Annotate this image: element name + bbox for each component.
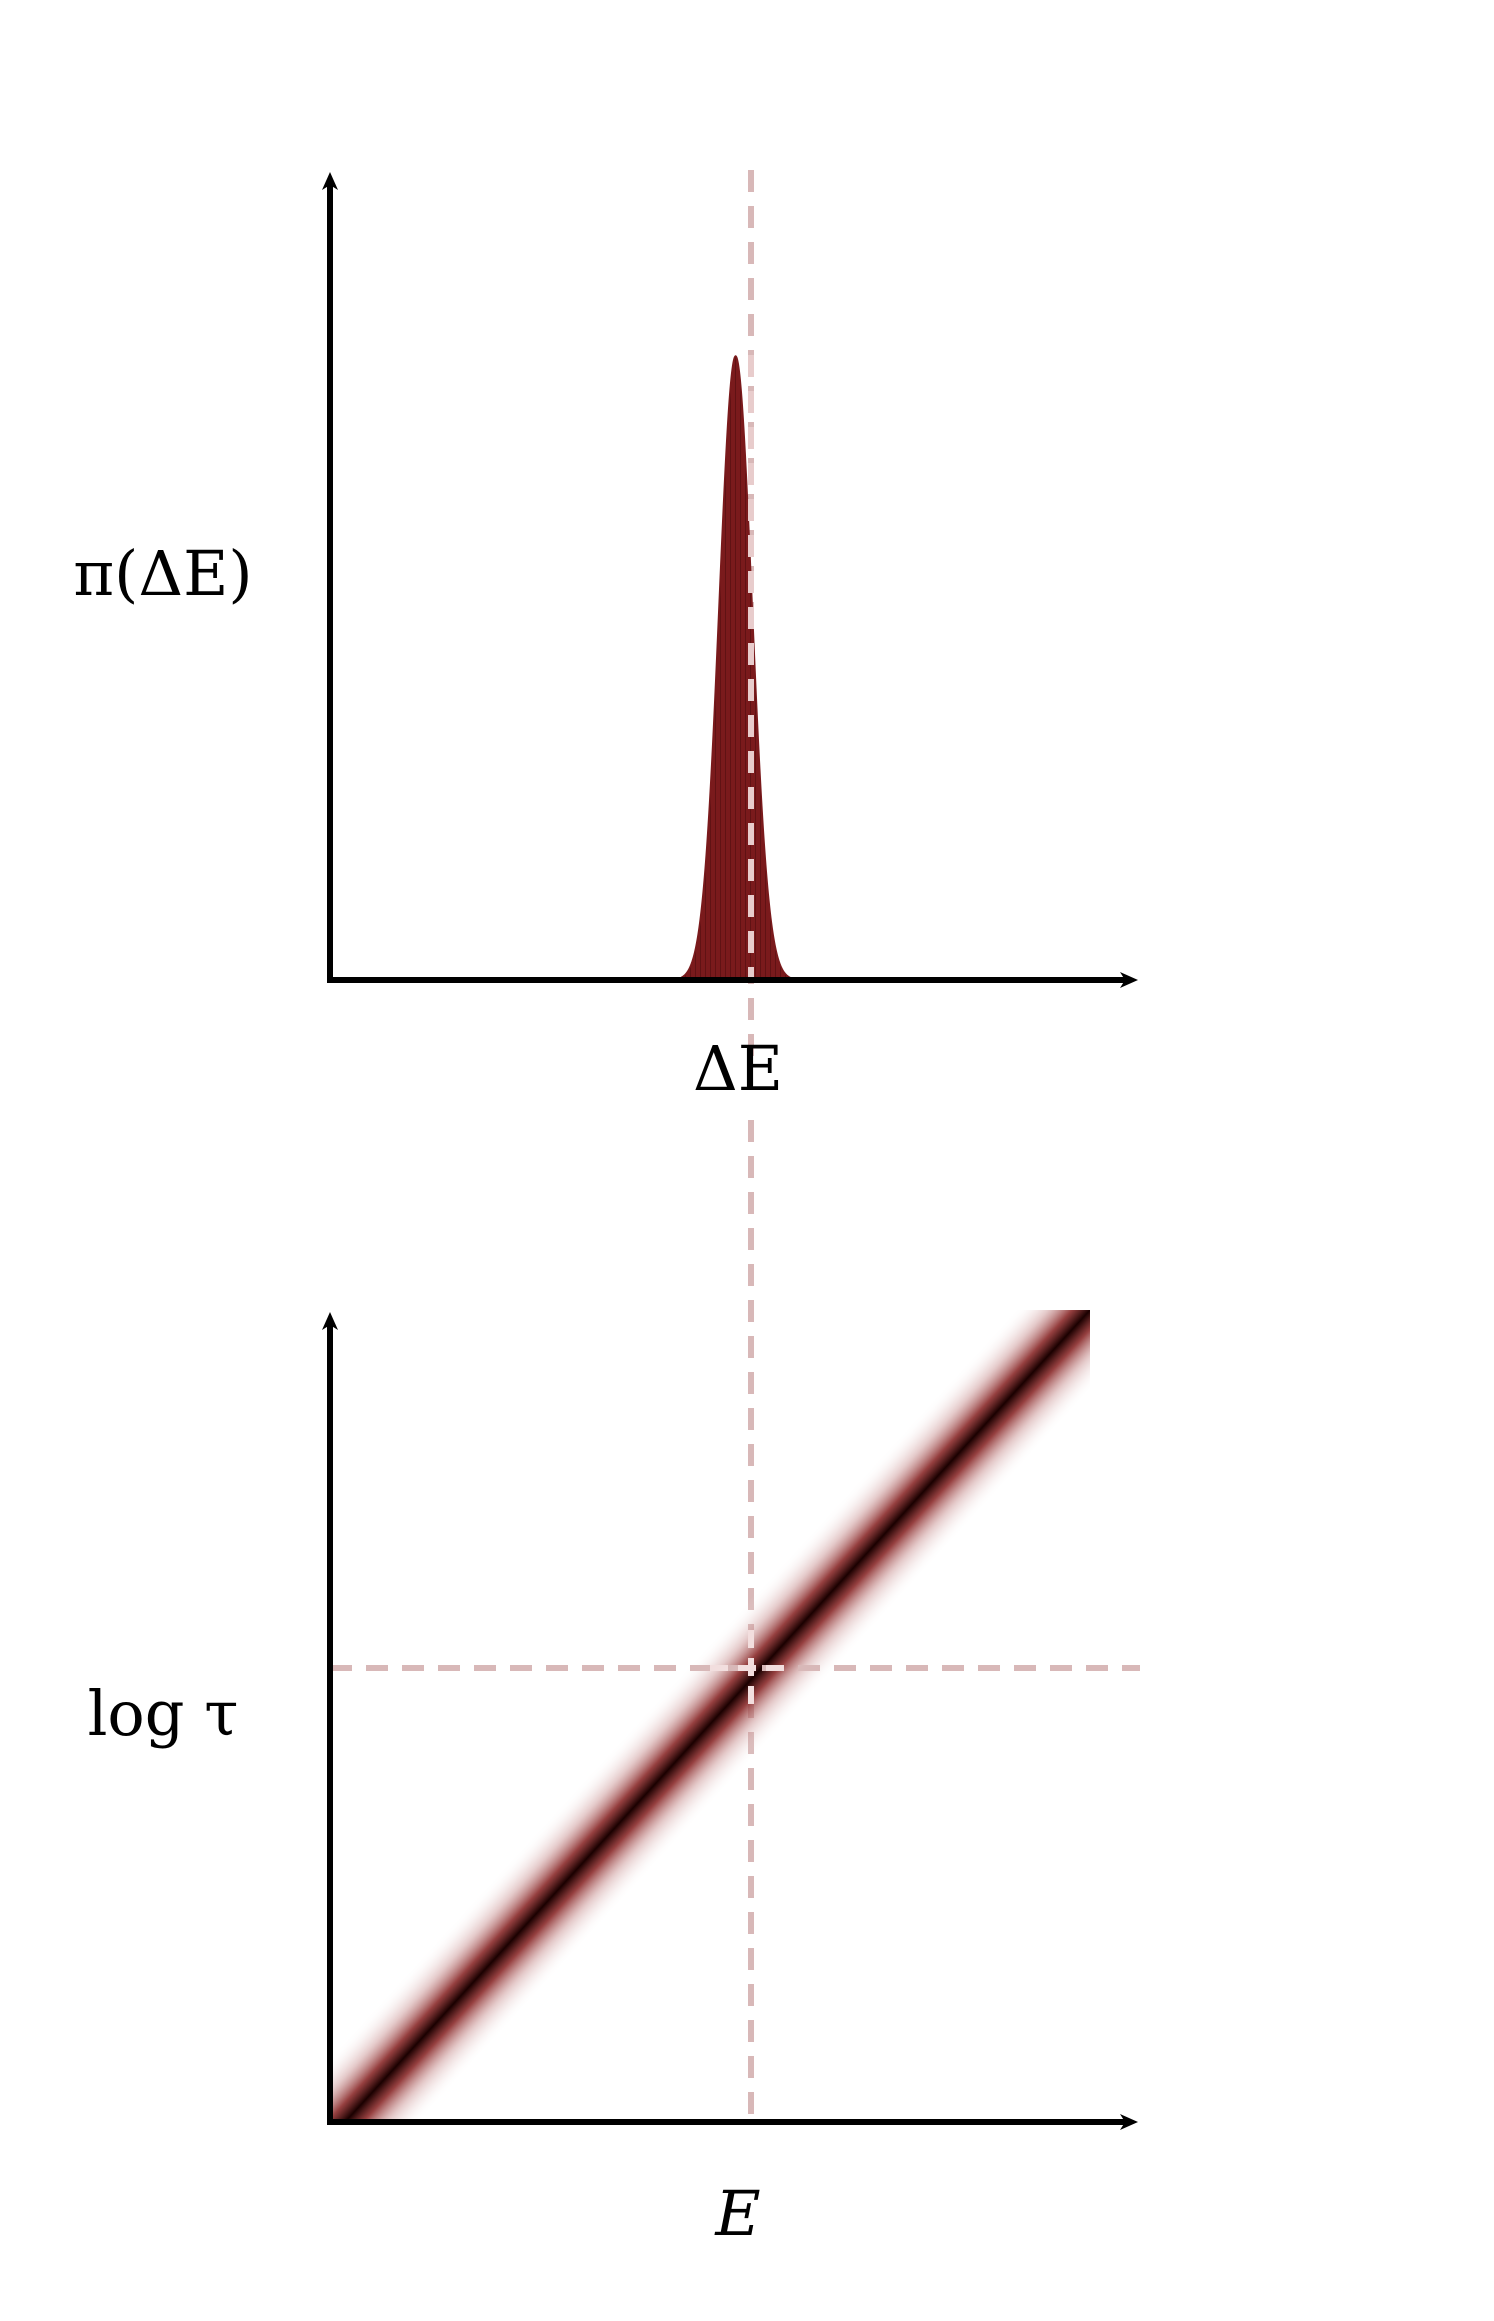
bottom-panel: log τ E [88,1120,1140,2250]
bottom-y-axis-label: log τ [88,1677,239,1750]
log-tau-vs-e-band [330,1310,1090,2121]
top-y-axis-label: π(ΔE) [73,537,252,610]
bottom-x-axis-label: E [714,2177,760,2250]
band-clip-group [330,1310,1090,2121]
top-panel: π(ΔE) ΔE [73,170,1138,1105]
peak-distribution [653,355,818,981]
top-x-axis-label: ΔE [693,1032,783,1105]
